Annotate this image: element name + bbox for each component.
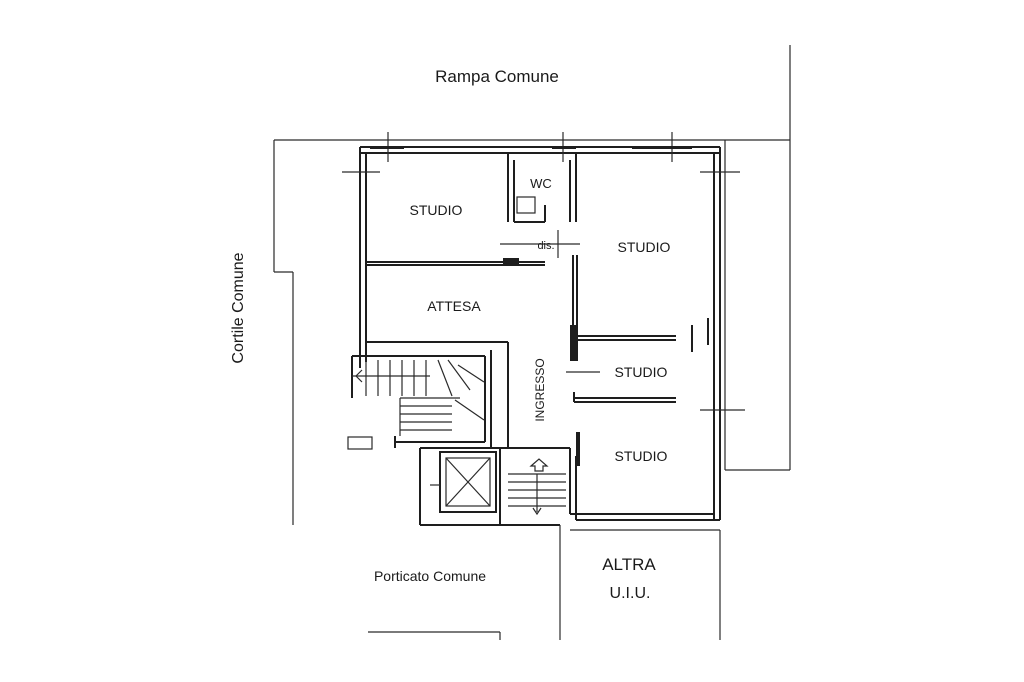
site-boundary — [273, 45, 791, 640]
window-marks — [342, 132, 745, 411]
entry-steps — [508, 473, 566, 516]
label-studio-top-left: STUDIO — [410, 202, 463, 218]
building-walls — [351, 146, 721, 640]
lift-shaft — [430, 451, 497, 513]
label-ingresso: INGRESSO — [533, 358, 547, 421]
entry-arrow-icon — [529, 458, 549, 472]
label-altra: ALTRA — [602, 555, 656, 574]
label-cortile-comune: Cortile Comune — [230, 252, 247, 363]
label-rampa-comune: Rampa Comune — [435, 67, 559, 86]
stair-flight — [352, 359, 485, 436]
label-dis: dis. — [537, 240, 554, 252]
interior-partitions — [366, 153, 709, 466]
label-studio-bottom-right: STUDIO — [615, 448, 668, 464]
utility-box — [347, 436, 373, 450]
label-porticato-comune: Porticato Comune — [374, 568, 486, 584]
label-wc: WC — [530, 176, 552, 191]
label-studio-top-right: STUDIO — [618, 239, 671, 255]
label-studio-mid-right: STUDIO — [615, 364, 668, 380]
label-attesa: ATTESA — [427, 298, 481, 314]
label-uiu: U.I.U. — [610, 585, 651, 602]
